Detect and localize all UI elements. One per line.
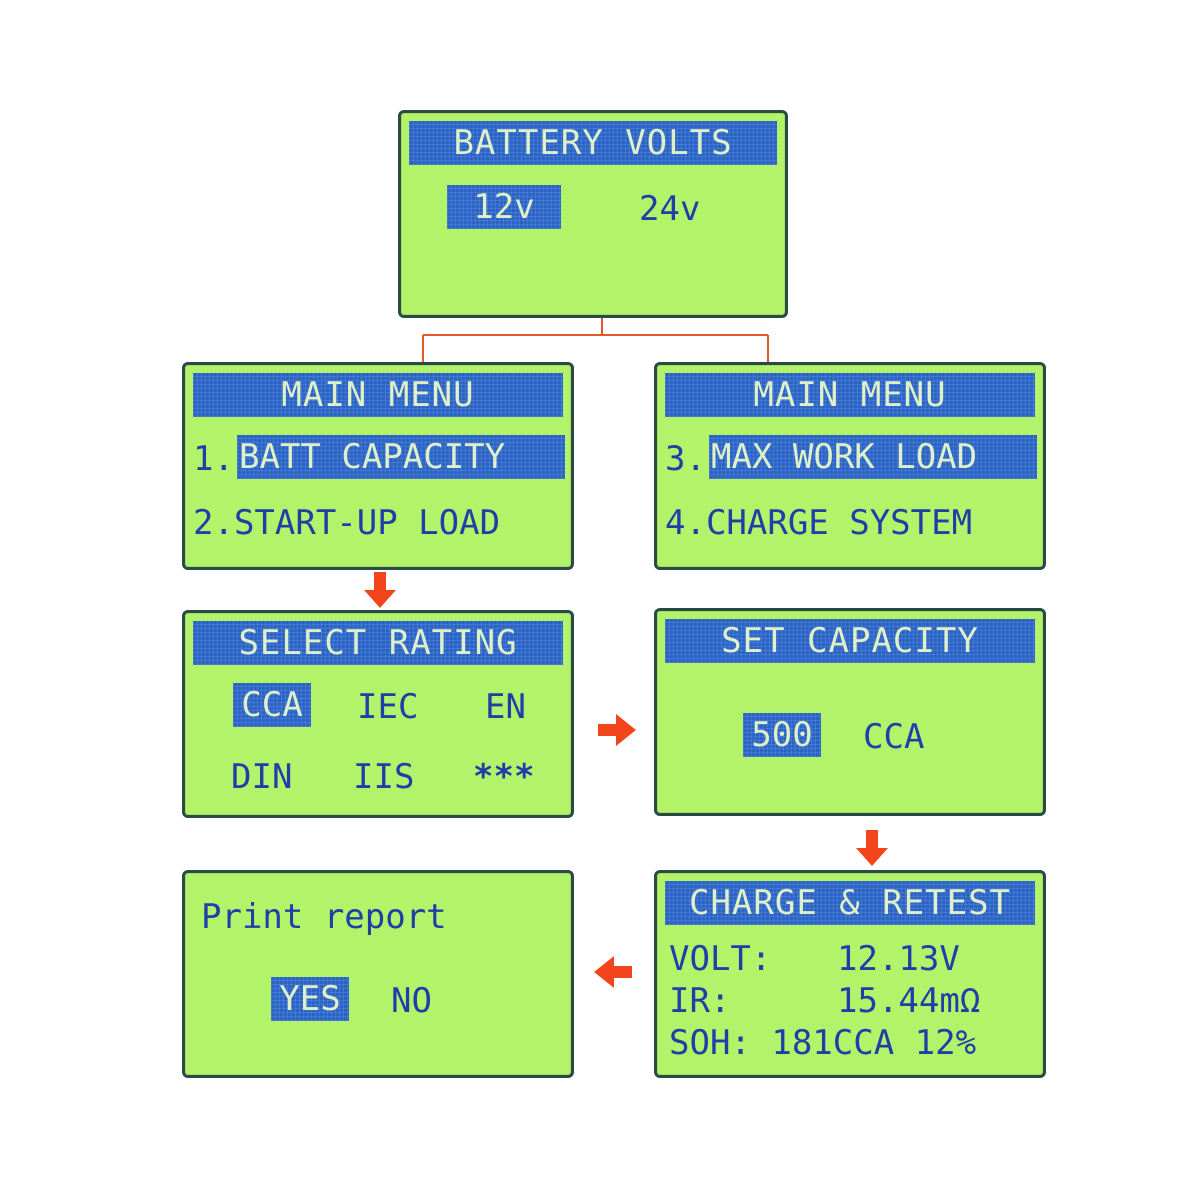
option-24v[interactable]: 24v — [639, 189, 701, 229]
arrow-down-to-charge-retest — [856, 830, 888, 866]
ir-label: IR: — [669, 981, 731, 1021]
rating-option-other[interactable]: *** — [473, 757, 535, 797]
main-menu-left-screen: MAIN MENU 1. BATT CAPACITY 2.START-UP LO… — [182, 362, 574, 570]
screen-title: BATTERY VOLTS — [409, 121, 777, 165]
charge-retest-screen: CHARGE & RETEST VOLT: 12.13V IR: 15.44mΩ… — [654, 870, 1046, 1078]
set-capacity-screen: SET CAPACITY 500 CCA — [654, 608, 1046, 816]
print-report-title: Print report — [201, 897, 447, 937]
screen-title: SELECT RATING — [193, 621, 563, 665]
print-no-option[interactable]: NO — [391, 981, 432, 1021]
screen-title: CHARGE & RETEST — [665, 881, 1035, 925]
battery-volts-screen: BATTERY VOLTS 12v 24v — [398, 110, 788, 318]
option-12v[interactable]: 12v — [447, 185, 561, 229]
menu-item-max-work-load[interactable]: MAX WORK LOAD — [709, 435, 1037, 479]
menu-item-1-number: 1. — [193, 439, 234, 479]
ir-value: 15.44mΩ — [837, 981, 981, 1021]
screen-title: MAIN MENU — [193, 373, 563, 417]
volt-label: VOLT: — [669, 939, 772, 979]
main-menu-right-screen: MAIN MENU 3. MAX WORK LOAD 4.CHARGE SYST… — [654, 362, 1046, 570]
menu-item-batt-capacity[interactable]: BATT CAPACITY — [237, 435, 565, 479]
menu-item-charge-system[interactable]: 4.CHARGE SYSTEM — [665, 503, 973, 543]
rating-option-din[interactable]: DIN — [231, 757, 293, 797]
screen-title: MAIN MENU — [665, 373, 1035, 417]
capacity-unit: CCA — [863, 717, 925, 757]
menu-item-3-number: 3. — [665, 439, 706, 479]
rating-option-cca[interactable]: CCA — [233, 683, 311, 727]
rating-option-iec[interactable]: IEC — [357, 687, 419, 727]
arrow-down-to-select-rating — [364, 572, 396, 608]
capacity-value[interactable]: 500 — [743, 713, 821, 757]
volt-value: 12.13V — [837, 939, 960, 979]
arrow-left-to-print-report — [594, 956, 632, 988]
menu-item-start-up-load[interactable]: 2.START-UP LOAD — [193, 503, 501, 543]
rating-option-en[interactable]: EN — [485, 687, 526, 727]
arrow-right-to-set-capacity — [598, 714, 636, 746]
branch-connector — [422, 316, 769, 378]
rating-option-iis[interactable]: IIS — [353, 757, 415, 797]
print-report-screen: Print report YES NO — [182, 870, 574, 1078]
select-rating-screen: SELECT RATING CCA IEC EN DIN IIS *** — [182, 610, 574, 818]
screen-title: SET CAPACITY — [665, 619, 1035, 663]
print-yes-option[interactable]: YES — [271, 977, 349, 1021]
soh-line: SOH: 181CCA 12% — [669, 1023, 977, 1063]
